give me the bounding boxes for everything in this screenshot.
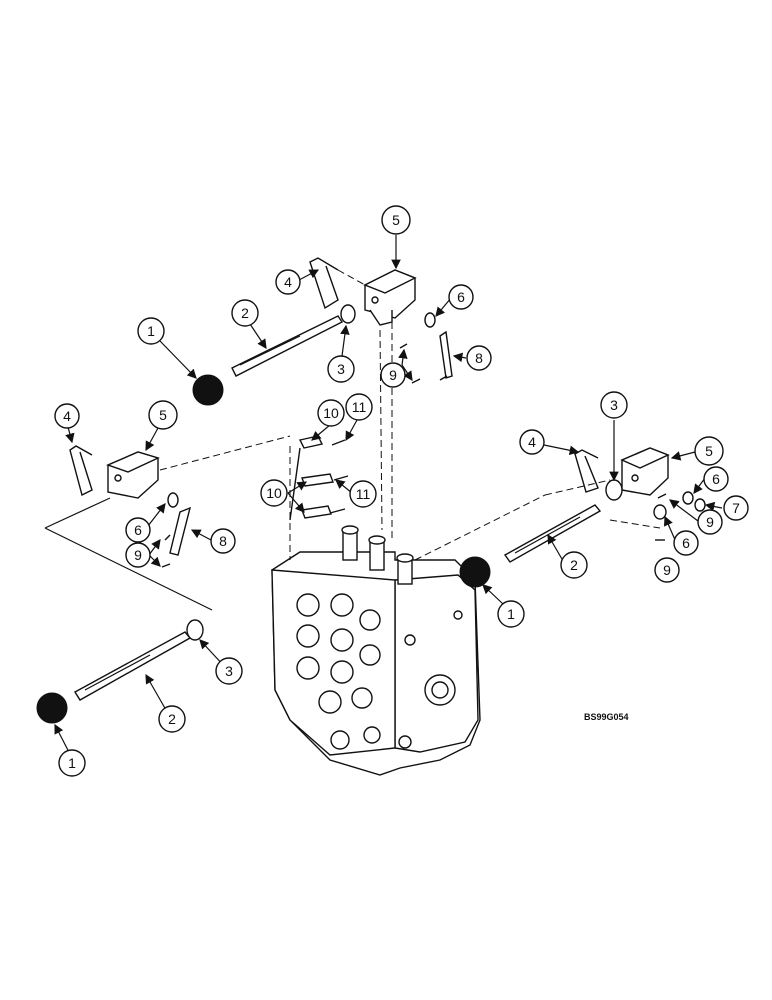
figure-code: BS99G054 (584, 712, 629, 722)
svg-text:3: 3 (337, 361, 345, 377)
svg-text:5: 5 (392, 212, 400, 228)
svg-text:4: 4 (284, 274, 292, 290)
svg-text:6: 6 (712, 471, 720, 487)
callout-9-top: 9 (380, 362, 406, 388)
svg-text:11: 11 (356, 486, 371, 502)
svg-text:10: 10 (266, 485, 282, 501)
callout-7-right: 7 (723, 495, 749, 521)
svg-text:6: 6 (457, 289, 465, 305)
callout-5-top: 5 (381, 205, 411, 235)
svg-text:9: 9 (706, 514, 714, 530)
svg-text:5: 5 (705, 443, 713, 459)
center-pins (289, 435, 349, 560)
svg-text:11: 11 (352, 399, 367, 415)
top-lever-assembly (192, 257, 453, 540)
svg-text:7: 7 (732, 500, 740, 516)
cotter-pins (161, 343, 665, 568)
svg-text:1: 1 (147, 323, 155, 339)
svg-text:4: 4 (528, 434, 536, 450)
callout-5-right: 5 (694, 436, 724, 466)
callout-4-top: 4 (275, 269, 301, 295)
callout-5-left: 5 (148, 400, 178, 430)
svg-text:3: 3 (610, 397, 618, 413)
svg-text:5: 5 (159, 407, 167, 423)
callout-6-right-upper: 6 (703, 466, 729, 492)
svg-text:2: 2 (168, 711, 176, 727)
svg-text:3: 3 (225, 663, 233, 679)
callout-6-right-lower: 6 (673, 530, 699, 556)
callout-9-right-upper: 9 (697, 509, 723, 535)
callout-8-top: 8 (466, 345, 492, 371)
svg-text:10: 10 (323, 405, 339, 421)
svg-text:8: 8 (475, 350, 483, 366)
svg-text:1: 1 (68, 755, 76, 771)
svg-text:1: 1 (507, 606, 515, 622)
callout-1-left: 1 (58, 749, 86, 777)
callout-9-left: 9 (125, 542, 151, 568)
callout-10-upper: 10 (317, 399, 345, 427)
svg-text:4: 4 (63, 408, 71, 424)
callout-1-right: 1 (497, 600, 525, 628)
svg-text:2: 2 (570, 557, 578, 573)
svg-text:6: 6 (682, 535, 690, 551)
callout-1-top: 1 (137, 317, 165, 345)
callout-3-right: 3 (600, 391, 628, 419)
callout-3-top: 3 (327, 355, 355, 383)
callout-11-lower: 11 (349, 480, 377, 508)
knob-ball-icon (192, 374, 224, 406)
left-lever-assembly (36, 435, 291, 724)
callout-10-lower: 10 (260, 479, 288, 507)
callout-4-right: 4 (519, 429, 545, 455)
callout-3-left: 3 (215, 657, 243, 685)
callout-6-left: 6 (125, 517, 151, 543)
callout-2-top: 2 (231, 299, 259, 327)
callout-11-upper: 11 (345, 393, 373, 421)
knob-ball-icon (459, 556, 491, 588)
callout-4-left: 4 (54, 403, 80, 429)
control-valve-body (271, 525, 481, 776)
callout-6-top: 6 (448, 284, 474, 310)
svg-text:9: 9 (663, 562, 671, 578)
callout-2-right: 2 (560, 551, 588, 579)
svg-text:9: 9 (134, 547, 142, 563)
svg-text:2: 2 (241, 305, 249, 321)
callout-8-left: 8 (210, 528, 236, 554)
callout-2-left: 2 (158, 705, 186, 733)
callout-9-right-lower: 9 (654, 557, 680, 583)
svg-text:8: 8 (219, 533, 227, 549)
svg-text:9: 9 (389, 367, 397, 383)
svg-text:6: 6 (134, 522, 142, 538)
knob-ball-icon (36, 692, 68, 724)
